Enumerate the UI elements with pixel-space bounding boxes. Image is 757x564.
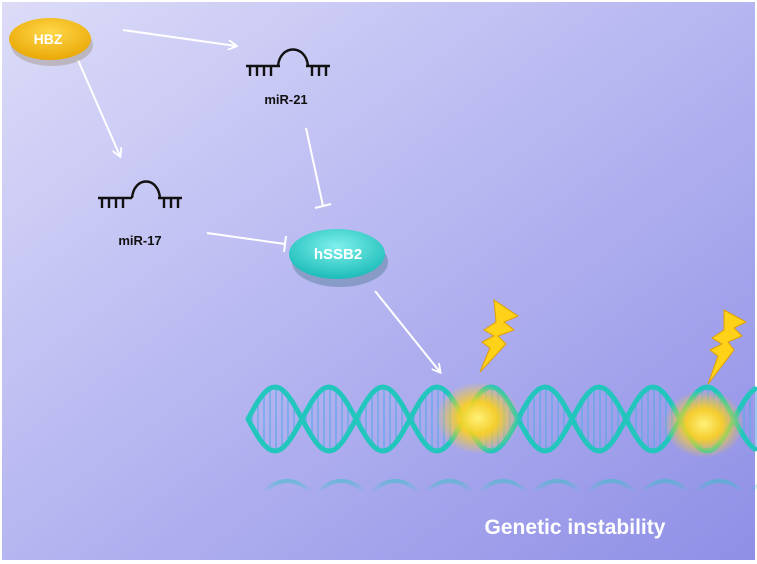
arrow-hbz-to-mir17 bbox=[77, 59, 120, 156]
inhibit-mir17-to-hssb2 bbox=[206, 232, 287, 253]
damage-glow bbox=[664, 390, 744, 458]
mirna-hairpin-icon bbox=[98, 180, 182, 208]
lightning-bolt-icon bbox=[479, 299, 520, 373]
damage-glow bbox=[436, 382, 520, 454]
dna-reflection-arc bbox=[640, 479, 690, 494]
arrow-hssb2-to-dna bbox=[374, 290, 440, 372]
dna-reflection bbox=[262, 479, 757, 494]
mirna-hairpin-icon bbox=[246, 48, 330, 76]
mir17-label: miR-17 bbox=[118, 233, 161, 248]
hbz-label: HBZ bbox=[34, 31, 63, 47]
dna-reflection-arc bbox=[370, 479, 420, 494]
dna-reflection-arc bbox=[532, 479, 582, 494]
dna-reflection-arc bbox=[316, 479, 366, 494]
dna-reflection-arc bbox=[586, 479, 636, 494]
hssb2-label: hSSB2 bbox=[314, 246, 362, 263]
arrow-hbz-to-mir21 bbox=[122, 29, 236, 46]
mir21-label: miR-21 bbox=[264, 92, 307, 107]
lightning-bolt-icon bbox=[707, 309, 748, 385]
dna-reflection-arc bbox=[694, 479, 744, 494]
hbz-node: HBZ bbox=[9, 18, 93, 66]
inhibit-mir21-to-hssb2 bbox=[305, 127, 332, 209]
dna-reflection-arc bbox=[424, 479, 474, 494]
dna-reflection-arc bbox=[748, 484, 757, 494]
genetic-instability-caption: Genetic instability bbox=[485, 516, 666, 539]
dna-reflection-arc bbox=[262, 479, 312, 494]
hssb2-node: hSSB2 bbox=[289, 229, 388, 287]
dna-reflection-arc bbox=[478, 479, 528, 494]
